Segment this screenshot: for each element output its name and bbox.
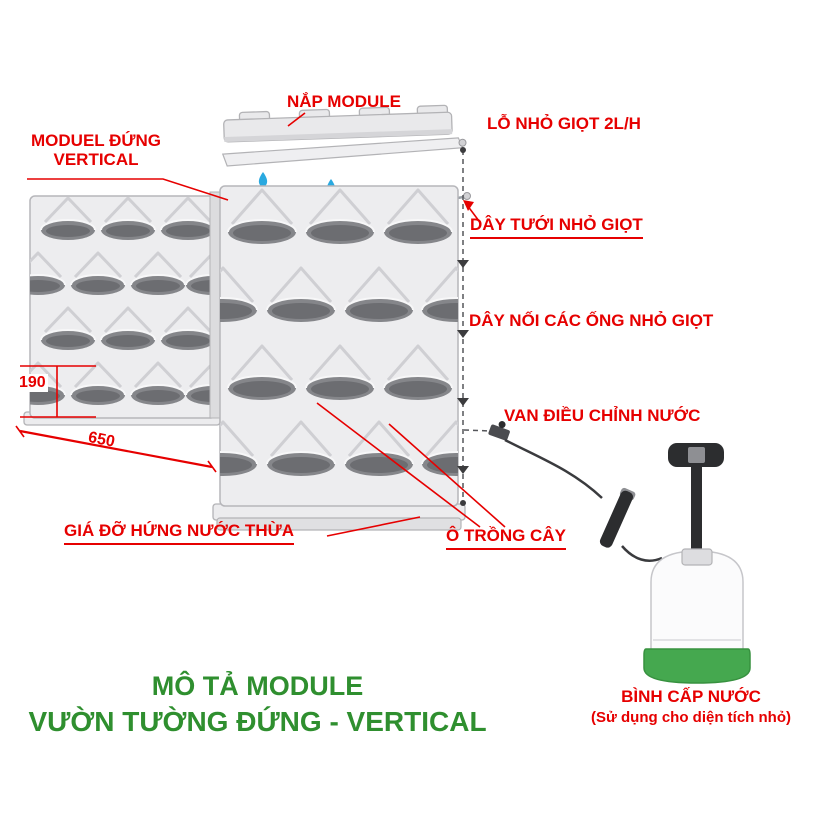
pump-rod [691,465,702,557]
hose [621,545,663,562]
label-water-supply: BÌNH CẤP NƯỚC [621,687,761,706]
plant-pocket [160,306,215,350]
water-valve [488,421,510,441]
label-lid: NẮP MODULE [287,92,401,111]
label-drip-line: DÂY TƯỚI NHỎ GIỌT [470,215,643,239]
plant-pocket [383,344,453,400]
plant-pocket [130,361,186,405]
label-water-supply-note: (Sử dụng cho diện tích nhỏ) [590,709,791,726]
plant-pocket [40,306,96,350]
bottle-cap [681,548,713,566]
module-lid [221,104,467,167]
plant-pocket [421,420,458,476]
plant-pocket [305,344,375,400]
label-module: MODUEL ĐỨNG VERTICAL [25,131,167,169]
plant-pocket [30,251,66,295]
label-connector-line: DÂY NỐI CÁC ỐNG NHỎ GIỌT [469,311,714,330]
label-tray: GIÁ ĐỠ HỨNG NƯỚC THỪA [64,521,294,545]
label-module-line1: MODUEL ĐỨNG [31,131,161,150]
plant-pocket [100,197,156,240]
hose [504,438,603,499]
plant-pocket [70,361,126,405]
plant-pocket [70,251,126,295]
plant-pocket [227,344,297,400]
plant-pocket [421,266,458,322]
diagram-title-line1: MÔ TẢ MODULE [151,671,364,701]
plant-pocket [100,306,156,350]
water-droplet [258,172,268,188]
plant-pocket [305,188,375,244]
plant-pocket [266,266,336,322]
right-module [212,185,466,531]
diagram-title: MÔ TẢ MODULE VƯỜN TƯỜNG ĐỨNG - VERTICAL [0,671,515,738]
plant-pocket [160,197,215,240]
dimension-190 [20,365,96,418]
plant-pocket [40,197,96,240]
sprayer-bottle [643,443,751,684]
plant-pocket [130,251,186,295]
diagram-title-line2: VƯỜN TƯỜNG ĐỨNG - VERTICAL [28,706,487,737]
plant-pocket [227,188,297,244]
label-plant-cell: Ô TRỒNG CÂY [446,526,566,550]
leader-lines [15,112,506,537]
plant-pocket [220,420,258,476]
plant-pocket [344,266,414,322]
dimension-650 [15,425,217,473]
plant-pocket [220,266,258,322]
plant-pocket [383,188,453,244]
dashed-guide-line [457,147,493,506]
sprayer-base [643,648,751,684]
dimension-height-value: 190 [17,374,48,392]
plant-pocket [266,420,336,476]
label-module-line2: VERTICAL [53,149,139,169]
label-drip-hole: LỖ NHỎ GIỌT 2L/H [487,114,641,133]
left-module [23,195,221,426]
label-valve: VAN ĐIỀU CHỈNH NƯỚC [504,406,701,425]
trigger-grip [599,487,636,548]
label-water-supply-block: BÌNH CẤP NƯỚC (Sử dụng cho diện tích nhỏ… [560,687,820,726]
